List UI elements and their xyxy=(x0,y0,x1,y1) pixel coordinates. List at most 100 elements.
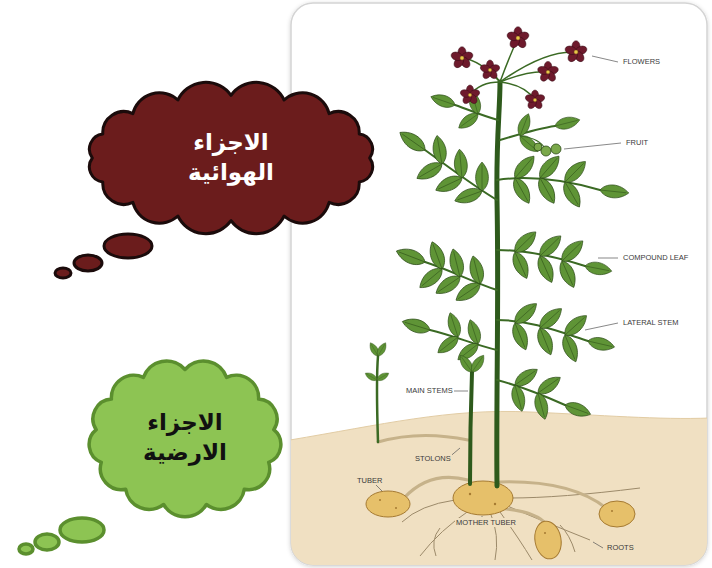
leader-line xyxy=(598,258,618,259)
leader-line xyxy=(482,516,483,517)
leaves xyxy=(364,371,379,383)
leaves xyxy=(535,152,564,182)
fruit xyxy=(534,143,561,156)
cloud-shape xyxy=(89,361,281,517)
leader-line xyxy=(454,391,468,392)
flowers xyxy=(564,41,588,64)
leaves xyxy=(465,318,484,346)
fruit xyxy=(551,144,561,154)
leaves xyxy=(515,112,533,138)
leaves xyxy=(453,149,468,179)
leaves xyxy=(587,335,616,353)
leader-line xyxy=(585,323,618,330)
leader-line xyxy=(376,56,621,548)
roots xyxy=(402,488,640,560)
leaves xyxy=(456,110,481,133)
part-label: MOTHER TUBER xyxy=(455,518,517,527)
tubers xyxy=(599,501,635,527)
branches xyxy=(425,105,600,405)
leaves xyxy=(468,353,487,375)
leader-line xyxy=(593,542,603,548)
flowers xyxy=(450,27,588,110)
stolons xyxy=(378,435,468,442)
leaves xyxy=(509,383,528,412)
pedicels xyxy=(500,52,576,82)
stems xyxy=(470,372,472,484)
cloud-outline xyxy=(78,352,292,524)
part-label: TUBER xyxy=(356,476,383,485)
stems xyxy=(377,82,500,486)
leaves xyxy=(584,260,613,277)
roots xyxy=(434,528,440,556)
bubble-tail xyxy=(35,534,59,550)
flowers xyxy=(524,90,545,110)
leaves xyxy=(364,90,630,421)
leaves xyxy=(532,391,551,420)
bubble-tail xyxy=(60,518,104,542)
tubers xyxy=(544,532,546,534)
part-label: LATERAL STEM xyxy=(622,318,679,327)
flowers xyxy=(506,27,530,50)
stems xyxy=(497,82,500,486)
tubers xyxy=(469,493,471,495)
part-label: FLOWERS xyxy=(622,57,661,66)
tubers xyxy=(395,507,397,509)
bubble-tail xyxy=(55,268,71,278)
cloud-outline xyxy=(75,78,387,238)
roots xyxy=(560,525,575,552)
leader-line xyxy=(564,143,621,149)
tubers xyxy=(611,510,613,512)
leader-line xyxy=(592,56,618,62)
fruit xyxy=(541,146,551,156)
part-label: STOLONS xyxy=(414,454,452,463)
tubers xyxy=(532,519,564,561)
leaves xyxy=(414,158,445,184)
leaves xyxy=(556,258,579,290)
leaves xyxy=(447,247,466,278)
mother-tuber xyxy=(453,481,513,515)
leaves xyxy=(534,326,557,358)
leaves xyxy=(467,254,486,285)
leader-line xyxy=(376,485,382,491)
part-label: MAIN STEMS xyxy=(405,386,454,395)
tubers xyxy=(366,491,410,517)
leaves xyxy=(509,321,532,353)
leaves xyxy=(510,152,539,182)
bubble-tail xyxy=(55,234,152,278)
leaves xyxy=(416,264,446,292)
part-label: COMPOUND LEAF xyxy=(622,253,689,262)
thought-cloud: الاجزاء الارضية xyxy=(78,352,292,524)
leaves xyxy=(434,333,461,358)
flowers xyxy=(450,47,474,70)
leaves xyxy=(375,371,390,383)
flowers xyxy=(459,85,480,105)
bubble-tail xyxy=(74,255,102,271)
leaves xyxy=(559,179,585,210)
stems xyxy=(377,356,378,442)
flowers xyxy=(479,60,500,80)
cloud-title: الاجزاء الهوائية xyxy=(166,128,296,188)
leaves xyxy=(426,240,448,272)
leaves xyxy=(534,253,557,285)
part-label: FRUIT xyxy=(625,138,649,147)
leaves xyxy=(453,185,485,207)
leaves xyxy=(429,91,457,110)
leaves xyxy=(563,399,593,420)
leaves xyxy=(433,172,465,196)
cloud-shape xyxy=(89,82,372,233)
leaves xyxy=(400,315,431,336)
part-label: ROOTS xyxy=(606,543,635,552)
leaves xyxy=(534,175,559,206)
stolons xyxy=(378,435,606,524)
bubble-tail xyxy=(19,518,104,554)
leaves xyxy=(445,311,464,339)
leaves xyxy=(394,245,427,269)
leaves xyxy=(431,134,449,165)
leaves xyxy=(559,333,582,365)
bubble-tail xyxy=(104,234,152,258)
flowers xyxy=(537,61,560,82)
leaves xyxy=(396,127,429,156)
thought-cloud: الاجزاء الهوائية xyxy=(75,78,387,238)
tubers xyxy=(379,499,381,501)
